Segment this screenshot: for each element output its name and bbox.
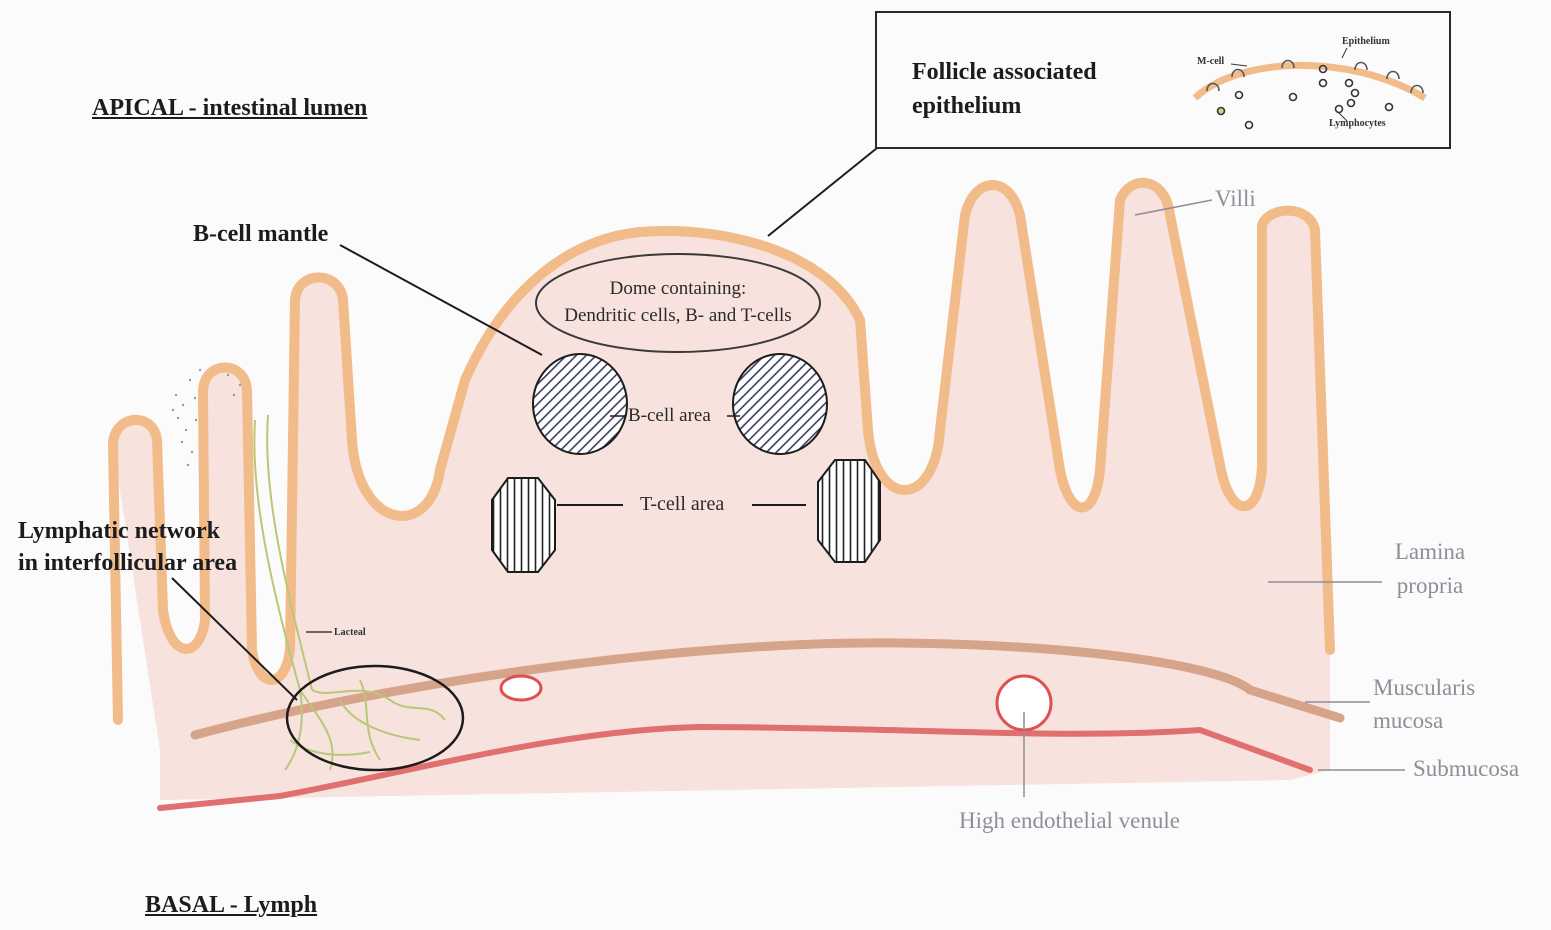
b-cell-area-label: B-cell area [628,405,711,428]
submucosa-label: Submucosa [1413,755,1519,783]
inset-epithelium-label: Epithelium [1342,36,1390,48]
hev-label: High endothelial venule [959,807,1180,835]
inset-mcell-leader [1231,64,1247,66]
small-venule [501,676,541,700]
lymphatic-label-line2: in interfollicular area [18,549,237,578]
b-cell-area-right [733,354,827,454]
muscularis-label-line2: mucosa [1373,707,1443,735]
follicle-title-line2: epithelium [912,92,1021,121]
b-cell-mantle-label: B-cell mantle [193,220,328,249]
dome-label-line2: Dendritic cells, B- and T-cells [535,305,821,328]
t-cell-area-right [818,460,880,562]
lamina-propria-label-line2: propria [1380,572,1480,600]
inset-lymphocytes-label: Lymphocytes [1329,118,1386,130]
inset-mcell-label: M-cell [1197,56,1224,68]
inset-epithelium-arc [1195,65,1425,98]
apical-label: APICAL - intestinal lumen [92,94,367,123]
lamina-propria-label-line1: Lamina [1380,538,1480,566]
inset-epithelium-leader [1342,48,1347,58]
muscularis-label-line1: Muscularis [1373,674,1475,702]
lacteal-label: Lacteal [334,627,366,639]
villi-label: Villi [1215,185,1256,213]
b-cell-area-left [533,354,627,454]
basal-label: BASAL - Lymph [145,891,317,920]
follicle-epithelium-inset: Follicle associated epithelium M-cell Ep… [875,11,1451,149]
lymphatic-label-line1: Lymphatic network [18,517,220,546]
t-cell-area-left [492,478,555,572]
follicle-epithelium-leader [768,148,877,236]
follicle-title-line1: Follicle associated [912,58,1097,87]
dome-label-line1: Dome containing: [560,278,796,301]
t-cell-area-label: T-cell area [640,492,724,516]
